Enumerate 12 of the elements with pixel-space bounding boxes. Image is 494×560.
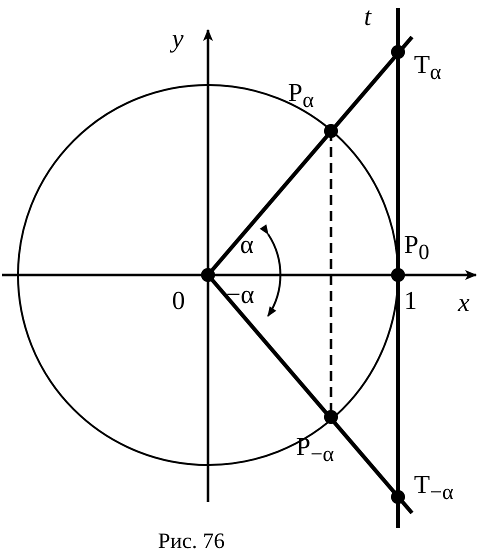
tick-label: 1 <box>404 288 417 314</box>
point-label: P$_{0}$ <box>404 232 430 264</box>
axis-label: y <box>172 26 184 52</box>
point-label: T$_{α}$ <box>414 52 442 84</box>
axis-label: t <box>364 4 372 30</box>
point-label: T$_{−α}$ <box>414 472 454 504</box>
angle-label: −α <box>226 282 254 308</box>
axis-label: x <box>458 290 470 316</box>
origin-label: 0 <box>172 288 185 314</box>
point-label: P$_{α}$ <box>288 80 314 112</box>
figure-caption: Рис. 76 <box>158 528 225 554</box>
angle-label: α <box>240 232 254 258</box>
